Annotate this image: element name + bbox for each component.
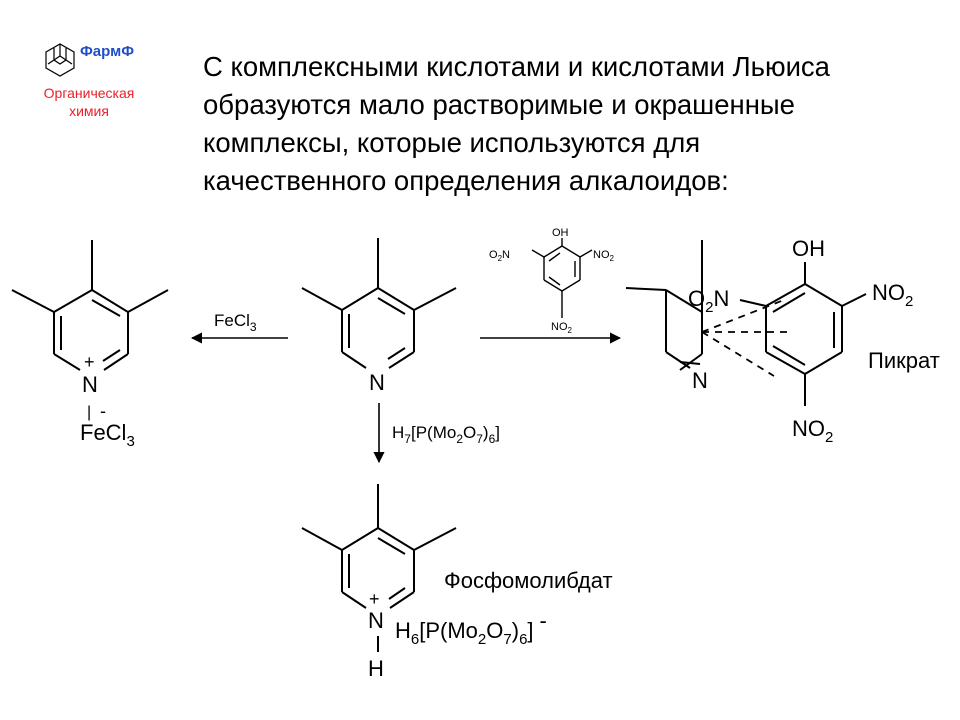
start-pyridine <box>301 238 457 369</box>
fecl3-plus: + <box>84 352 95 372</box>
fecl3-n-label: N <box>82 372 98 397</box>
picrate-label: Пикрат <box>868 348 940 373</box>
picric-no2-bottom: NO2 <box>551 321 573 335</box>
logo-subtitle-line2: химия <box>69 103 109 119</box>
logo-title: ФармФ <box>80 43 135 60</box>
picrate-oh: OH <box>792 236 825 261</box>
picric-no2-right: NO2 <box>593 249 615 263</box>
picrate-n-label: N <box>692 368 708 393</box>
picric-acid-structure <box>531 238 593 318</box>
headline-line4: качественного определения алкалоидов: <box>203 165 729 196</box>
fecl3-bond: | <box>87 404 91 421</box>
phosphomolybdate-pyridine <box>301 484 457 652</box>
headline-line2: образуются мало растворимые и окрашенные <box>203 89 795 120</box>
picrate-ionic-dashes <box>701 299 792 377</box>
picrate-o2n: O2N <box>688 286 729 316</box>
phosphomolybdate-label: Фосфомолибдат <box>444 568 613 593</box>
fecl3-minus: - <box>100 401 106 421</box>
picrate-no2-bottom: NO2 <box>792 416 833 446</box>
phosphomolybdate-plus: + <box>369 589 380 609</box>
start-n-label: N <box>369 370 385 395</box>
logo-subtitle-line1: Органическая <box>43 85 135 101</box>
fecl3-complex-pyridine <box>11 240 169 371</box>
picrate-structure <box>625 240 867 406</box>
headline-line1: С комплексными кислотами и кислотами Лью… <box>203 51 830 82</box>
fecl3-reagent: FeCl3 <box>214 311 257 334</box>
picric-no2-left: O2N <box>489 249 510 263</box>
phosphomolybdate-n-label: N <box>368 608 384 633</box>
phosphomolybdate-h: H <box>368 656 384 681</box>
logo-subtitle: Органическая химия <box>22 84 156 120</box>
picrate-no2-right: NO2 <box>872 280 913 310</box>
headline: С комплексными кислотами и кислотами Лью… <box>203 48 943 200</box>
logo <box>20 30 170 130</box>
headline-line3: комплексы, которые используются для <box>203 127 701 158</box>
phosphomolybdic-reagent: H7[P(Mo2O7)6] <box>392 423 500 446</box>
adamantane-icon <box>45 43 75 77</box>
phosphomolybdate-anion: H6[P(Mo2O7)6]- <box>395 608 547 648</box>
fecl3-formula: FeCl3 <box>80 420 135 450</box>
picric-oh: OH <box>552 227 569 239</box>
